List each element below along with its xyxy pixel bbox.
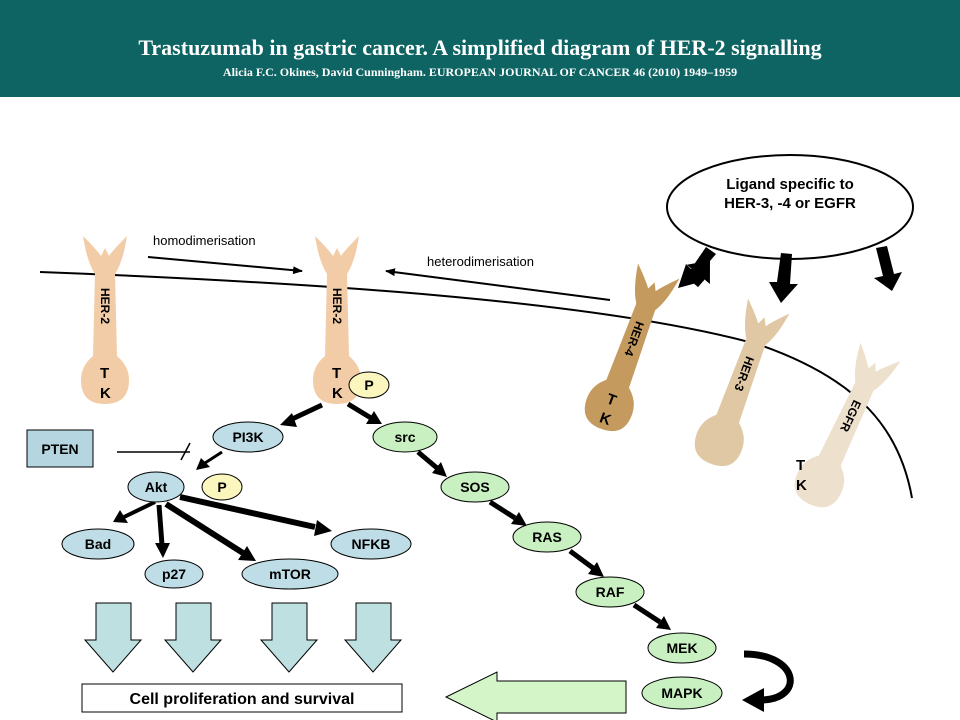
node-raf-label: RAF — [596, 584, 625, 600]
phosphate-her2-label: P — [364, 377, 373, 393]
node-src — [372, 421, 438, 453]
arrow-her2-src — [346, 401, 373, 421]
header-banner: Trastuzumab in gastric cancer. A simplif… — [0, 0, 960, 97]
node-akt — [127, 471, 185, 503]
node-akt-label: Akt — [145, 479, 168, 495]
arrowhead-bad — [113, 510, 128, 523]
arrowhead-pi3k — [280, 413, 297, 427]
svg-text:K: K — [100, 385, 111, 402]
egfr-t-label: T — [796, 457, 805, 474]
pten-box — [26, 429, 94, 468]
pten-label: PTEN — [41, 441, 78, 457]
receptor-her2-center: HER-2 T K — [313, 236, 361, 404]
node-sos-label: SOS — [460, 479, 490, 495]
block-arrow-3 — [259, 602, 319, 673]
node-p27-label: p27 — [162, 566, 186, 582]
ligand-arrow-her4-shape — [678, 247, 716, 288]
diagram-title: Trastuzumab in gastric cancer. A simplif… — [138, 35, 822, 60]
block-arrow-2 — [163, 602, 223, 673]
node-bad — [61, 528, 135, 560]
arrow-raf-mek — [632, 602, 662, 625]
receptor-her2-left: HER-2 T K — [81, 236, 129, 404]
node-mapk — [641, 676, 723, 710]
node-mtor-label: mTOR — [269, 566, 311, 582]
node-nfkb-label: NFKB — [352, 536, 391, 552]
block-arrow-4 — [343, 602, 403, 673]
homodimerisation-label: homodimerisation — [153, 233, 256, 248]
her2-signalling-diagram: Ligand specific to HER-3, -4 or EGFR hom… — [26, 154, 914, 720]
arrowhead-ras — [511, 512, 527, 526]
arrowhead-mek — [656, 616, 671, 630]
phosphate-akt-label: P — [217, 479, 226, 495]
arrowhead-akt — [196, 458, 210, 470]
node-mapk-label: MAPK — [661, 685, 702, 701]
node-ras — [512, 521, 582, 553]
arrowhead-p27 — [155, 543, 170, 558]
node-mek-label: MEK — [666, 640, 697, 656]
arrowhead-nfkb — [314, 520, 332, 536]
arrow-her2-pi3k — [288, 402, 324, 423]
ligand-arrow-her3-shape — [769, 253, 798, 303]
arrow-akt-nfkb — [179, 494, 316, 530]
outcome-box — [81, 683, 403, 713]
pten-inhibition-bar — [180, 442, 191, 461]
svg-text:K: K — [332, 385, 343, 402]
outcome-label: Cell proliferation and survival — [130, 691, 355, 708]
arrow-pi3k-akt — [204, 450, 223, 465]
arrow-src-sos — [416, 450, 439, 470]
block-arrow-1 — [83, 602, 143, 673]
arrow-sos-ras — [488, 499, 517, 521]
arrowhead-mtor — [238, 546, 256, 561]
node-p27 — [144, 559, 204, 589]
cell-membrane — [39, 271, 913, 499]
egfr-k-label: K — [796, 477, 807, 494]
node-pi3k-label: PI3K — [232, 429, 263, 445]
svg-text:HER-2: HER-2 — [98, 288, 112, 324]
arrowhead-src — [366, 411, 382, 424]
node-src-label: src — [394, 429, 415, 445]
svg-text:T: T — [100, 365, 109, 382]
arrow-akt-mtor — [164, 501, 245, 556]
homodimerisation-arrow — [147, 256, 303, 275]
arrow-akt-p27 — [156, 504, 165, 546]
phosphate-her2 — [348, 371, 390, 399]
receptor-her4: HER-4 T K — [584, 263, 680, 432]
curved-arrow-mek-mapk — [743, 650, 794, 704]
node-bad-label: Bad — [85, 536, 111, 552]
node-raf — [575, 576, 645, 608]
green-block-arrow — [444, 671, 627, 720]
curved-arrowhead — [742, 688, 764, 712]
arrow-ras-raf — [568, 548, 595, 571]
heterodimerisation-arrow — [385, 268, 611, 301]
node-mtor — [241, 558, 339, 590]
arrow-akt-bad — [123, 500, 156, 519]
heterodimerisation-label: heterodimerisation — [427, 254, 534, 269]
node-pi3k — [212, 421, 284, 453]
node-sos — [440, 471, 510, 503]
svg-text:T: T — [332, 365, 341, 382]
node-ras-label: RAS — [532, 529, 562, 545]
ligand-text-line2: HER-3, -4 or EGFR — [724, 195, 856, 212]
node-nfkb — [330, 528, 412, 560]
svg-text:HER-2: HER-2 — [330, 288, 344, 324]
arrowhead-raf — [588, 562, 604, 577]
node-mek — [647, 632, 717, 664]
ligand-text-line1: Ligand specific to — [726, 176, 854, 193]
phosphate-akt — [201, 473, 243, 501]
citation-subtitle: Alicia F.C. Okines, David Cunningham. EU… — [222, 65, 738, 79]
receptor-her3: HER-3 — [694, 298, 790, 467]
arrowhead-sos — [432, 462, 447, 477]
ligand-arrow-egfr-shape — [874, 246, 902, 291]
